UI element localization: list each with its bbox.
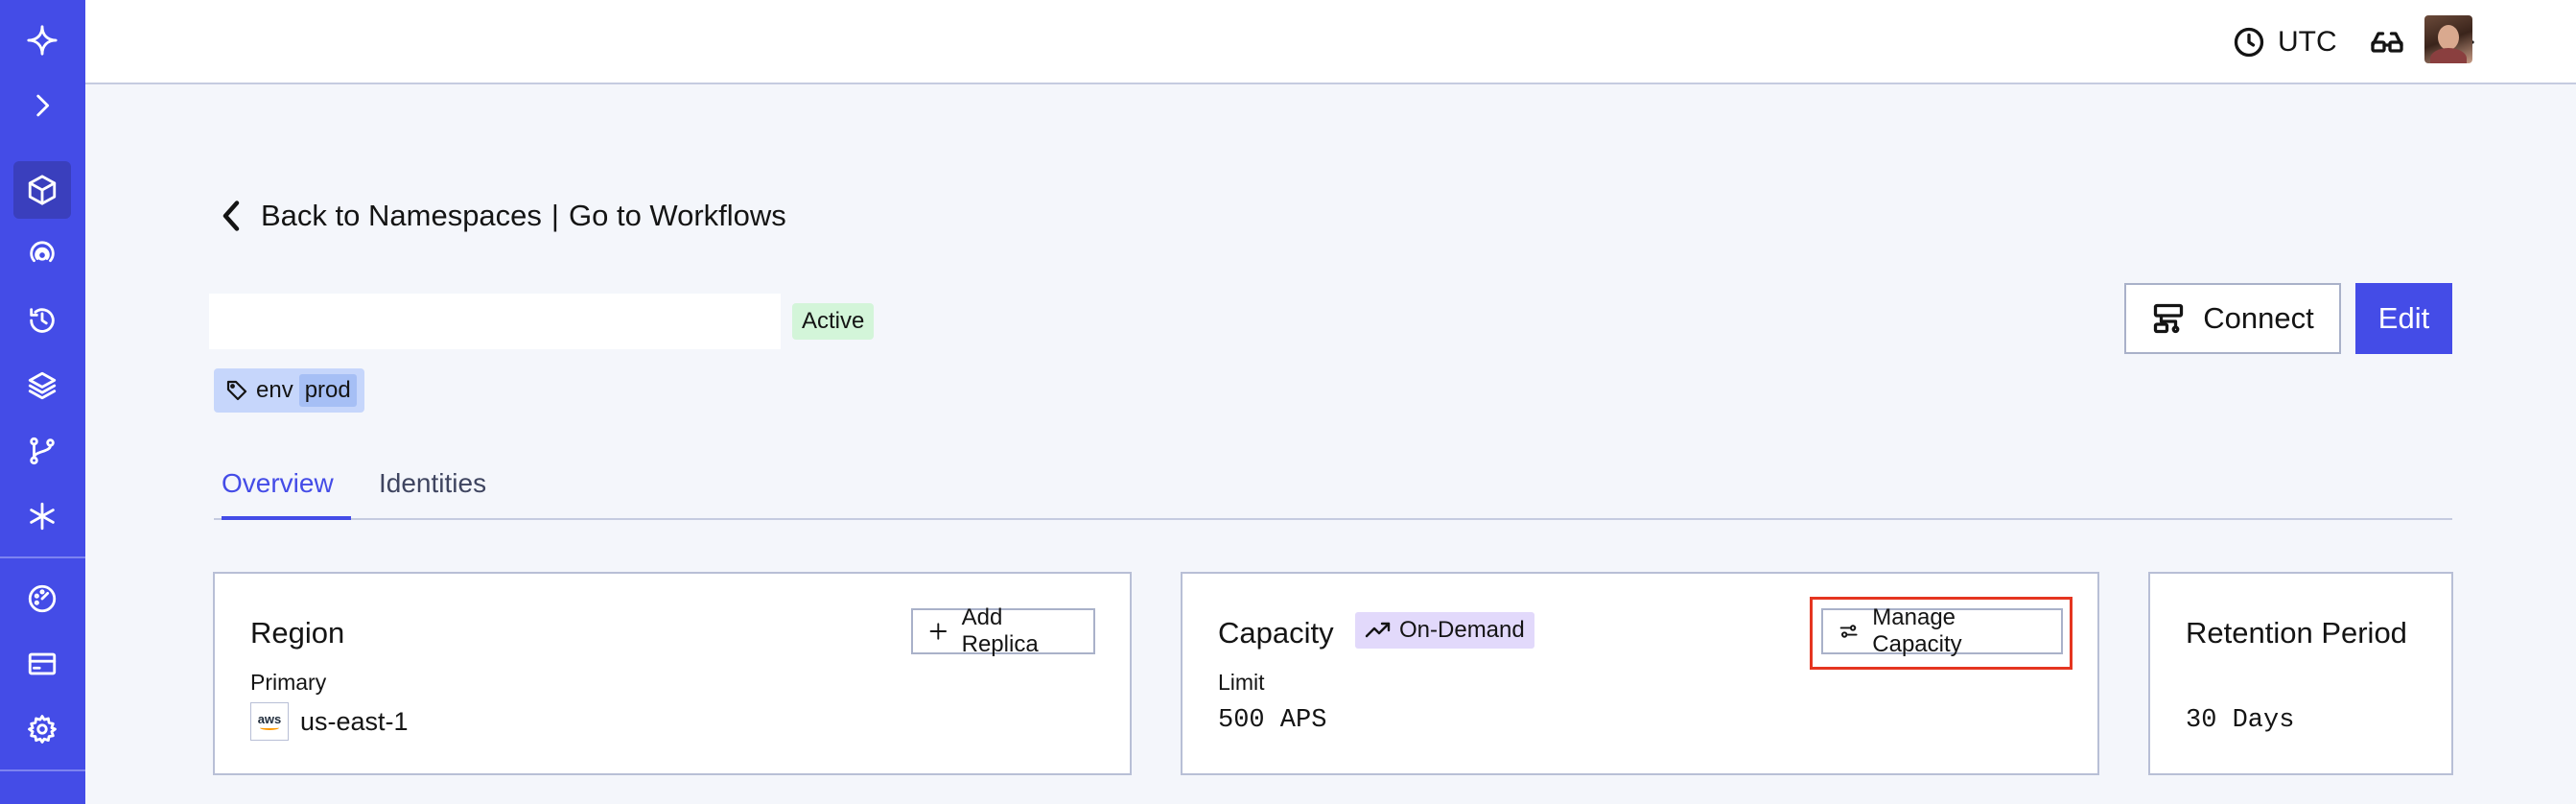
expand-sidebar-icon[interactable]	[13, 77, 71, 134]
user-avatar[interactable]	[2424, 15, 2472, 63]
sliders-icon	[1839, 625, 1858, 638]
tag-key: env	[256, 377, 293, 403]
capacity-card: Capacity On-Demand Manage Capacity Limit…	[1181, 572, 2099, 775]
region-card-title: Region	[250, 616, 345, 650]
go-to-workflows-link[interactable]: Go to Workflows	[568, 199, 786, 232]
history-timer-icon[interactable]	[13, 292, 71, 349]
connect-button[interactable]: Connect	[2124, 283, 2341, 354]
on-demand-badge: On-Demand	[1355, 612, 1534, 649]
plus-icon	[929, 623, 947, 640]
sidebar	[0, 0, 85, 804]
connect-button-label: Connect	[2203, 301, 2314, 335]
tab-overview[interactable]: Overview	[222, 468, 351, 520]
primary-region: aws us-east-1	[250, 702, 409, 741]
tag-value: prod	[298, 374, 357, 407]
add-replica-button[interactable]: Add Replica	[911, 604, 1095, 657]
git-branch-icon[interactable]	[13, 422, 71, 480]
connect-icon	[2154, 303, 2184, 334]
timezone-selector[interactable]: UTC	[2232, 21, 2337, 63]
layers-icon[interactable]	[13, 357, 71, 414]
logo-icon[interactable]	[13, 12, 71, 69]
manage-capacity-highlight	[1810, 597, 2073, 670]
edit-button[interactable]: Edit	[2355, 283, 2452, 354]
namespaces-cube-icon[interactable]	[13, 161, 71, 219]
namespace-title-redacted	[209, 294, 781, 349]
settings-gear-icon[interactable]	[13, 700, 71, 758]
namespace-tag: env prod	[214, 368, 364, 413]
limit-value: 500 APS	[1218, 706, 1327, 735]
back-to-namespaces-link[interactable]: Back to Namespaces	[261, 199, 542, 232]
region-name: us-east-1	[300, 706, 409, 736]
tab-identities[interactable]: Identities	[379, 468, 487, 498]
capacity-card-title: Capacity	[1218, 616, 1334, 650]
sidebar-divider	[0, 556, 85, 558]
chevron-left-icon	[222, 201, 240, 231]
usage-dashboard-icon[interactable]	[13, 570, 71, 627]
billing-card-icon[interactable]	[13, 635, 71, 693]
tab-bar: Overview Identities	[214, 451, 2452, 520]
clock-icon	[2234, 27, 2264, 58]
manage-capacity-label: Manage Capacity	[1872, 604, 1962, 657]
trending-up-icon	[1365, 622, 1391, 638]
limit-label: Limit	[1218, 670, 1265, 695]
nexus-signal-icon[interactable]	[13, 226, 71, 284]
tag-icon	[226, 380, 247, 401]
status-badge: Active	[792, 303, 875, 340]
asterisk-icon[interactable]	[13, 487, 71, 545]
retention-card-title: Retention Period	[2186, 616, 2407, 650]
on-demand-label: On-Demand	[1399, 617, 1525, 643]
retention-value: 30 Days	[2186, 706, 2295, 735]
manage-capacity-button[interactable]: Manage Capacity	[1821, 604, 2063, 657]
region-card: Region Add Replica Primary aws us-east-1	[213, 572, 1132, 775]
add-replica-label: Add Replica	[961, 604, 1039, 657]
breadcrumb-separator: |	[550, 199, 559, 232]
top-bar: UTC	[85, 0, 2576, 84]
glasses-icon	[2371, 32, 2403, 53]
breadcrumb: Back to Namespaces | Go to Workflows	[217, 197, 786, 235]
timezone-label: UTC	[2278, 26, 2337, 58]
primary-label: Primary	[250, 670, 327, 695]
aws-logo-icon: aws	[250, 702, 289, 741]
sidebar-divider-bottom	[0, 769, 85, 771]
retention-card: Retention Period 30 Days	[2148, 572, 2453, 775]
view-mode-toggle[interactable]	[2370, 21, 2404, 63]
